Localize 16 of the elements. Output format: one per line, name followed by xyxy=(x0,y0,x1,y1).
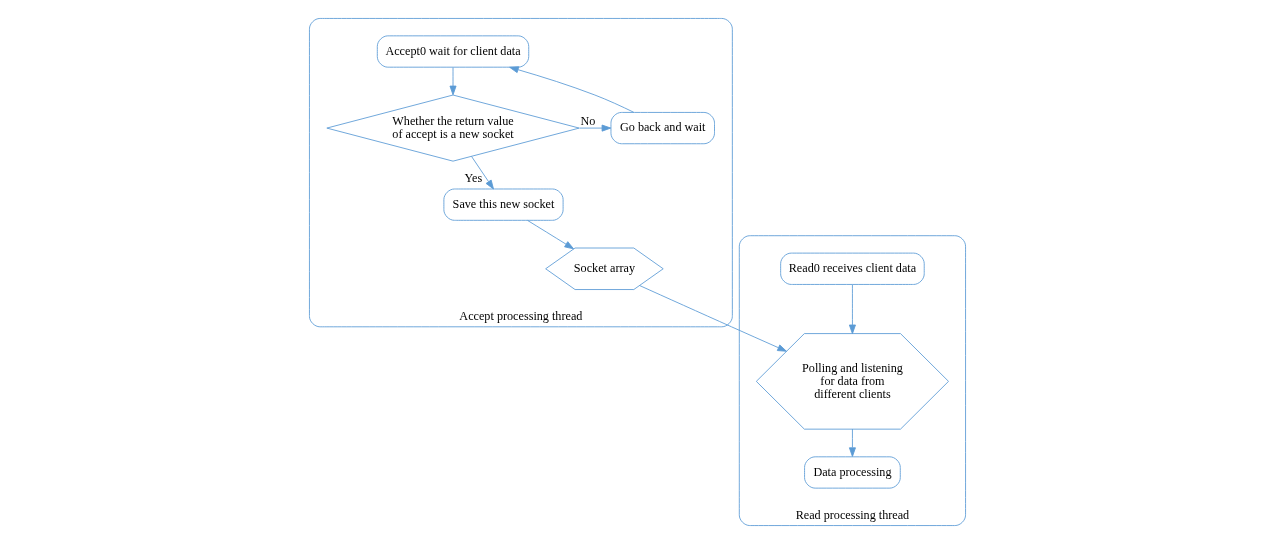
arrow xyxy=(848,428,856,457)
node-box: Read0 receives client data xyxy=(780,252,925,285)
arrow xyxy=(471,155,494,190)
node-box: Accept0 wait for client data xyxy=(376,35,530,68)
node-diamond: Whether the return value of accept is a new socket xyxy=(326,94,580,162)
arrow xyxy=(449,67,457,96)
node-box: Data processing xyxy=(804,456,901,489)
node-box: Go back and wait xyxy=(610,112,715,145)
arrow xyxy=(579,124,612,132)
arrow xyxy=(527,220,574,250)
edge-label: Yes xyxy=(464,171,483,186)
arrow xyxy=(509,66,635,113)
edge-label: No xyxy=(580,113,596,128)
node-box: Save this new socket xyxy=(443,188,564,221)
arrow xyxy=(639,285,787,352)
arrow xyxy=(848,284,856,335)
